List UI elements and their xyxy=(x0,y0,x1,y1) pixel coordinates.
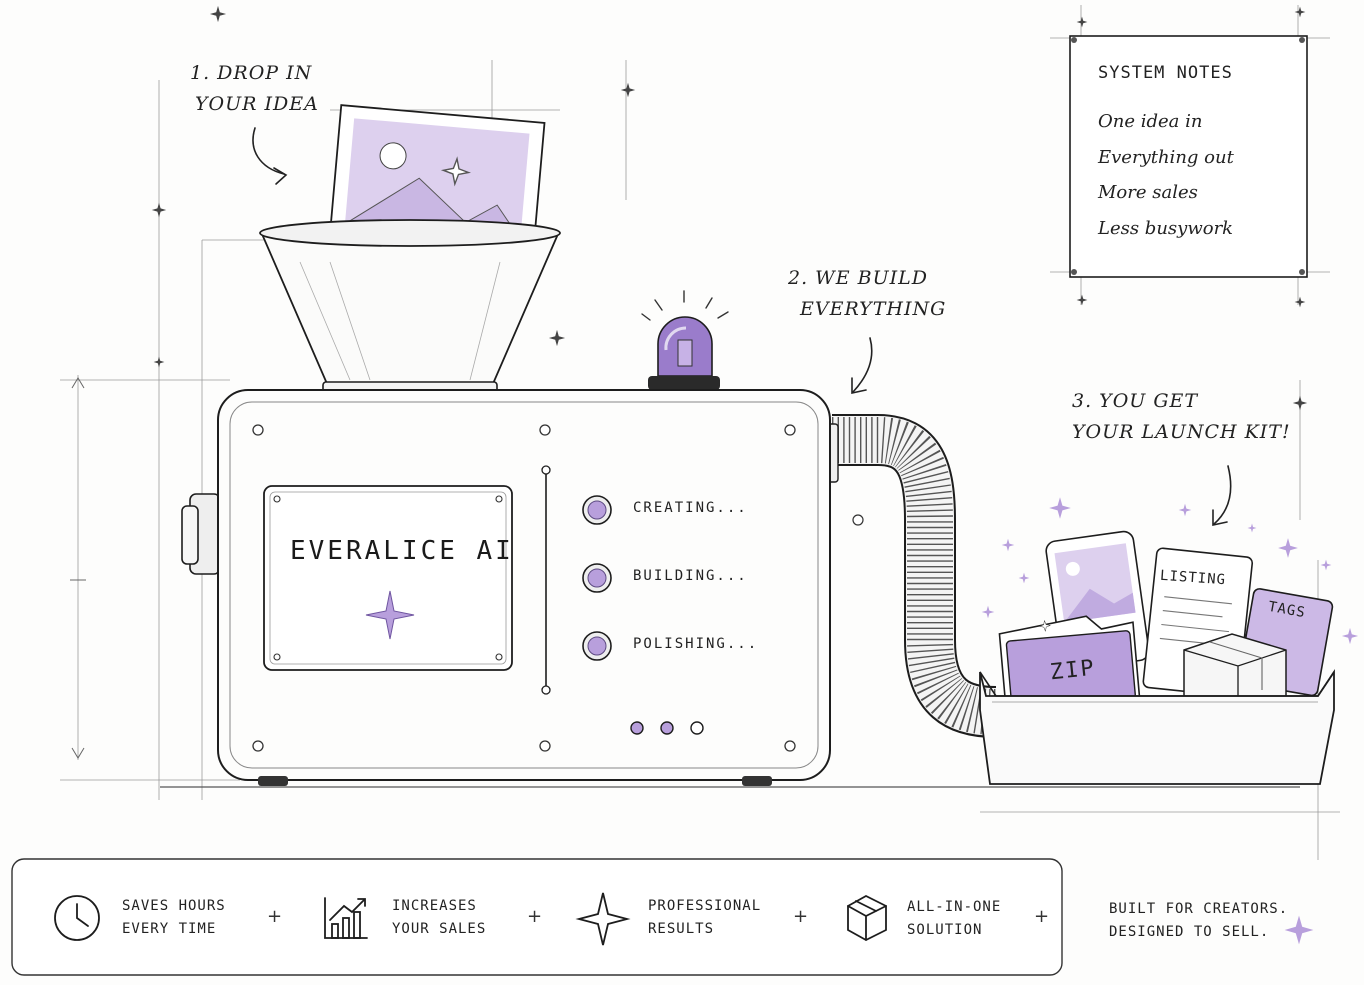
step-3-label: 3. YOU GET YOUR LAUNCH KIT! xyxy=(1072,386,1291,448)
system-note-item: One idea in xyxy=(1098,111,1203,132)
step-2-line-2: EVERYTHING xyxy=(800,298,947,320)
plus-separator: + xyxy=(527,906,543,927)
step-3-line-1: 3. YOU GET xyxy=(1072,390,1199,412)
benefit-line-1: ALL-IN-ONE xyxy=(907,899,1002,915)
package-box xyxy=(1183,633,1287,701)
tagline-sparkle-icon xyxy=(1284,915,1314,945)
benefit-line-1: INCREASES xyxy=(392,898,477,914)
step-2-line-1: 2. WE BUILD xyxy=(788,267,928,289)
arrow-step2 xyxy=(852,337,873,393)
benefit-line-1: SAVES HOURS xyxy=(122,898,226,914)
benefit-professional-results: PROFESSIONAL RESULTS xyxy=(648,895,761,941)
zip-label: ZIP xyxy=(1048,655,1097,686)
system-note-item: Less busywork xyxy=(1098,217,1234,239)
box-icon xyxy=(847,894,887,942)
zip-folder xyxy=(998,615,1141,711)
machine-brand-name: EVERALICE AI xyxy=(290,536,514,566)
benefit-line-2: EVERY TIME xyxy=(122,921,217,937)
plus-separator: + xyxy=(793,906,809,927)
benefit-increases-sales: INCREASES YOUR SALES xyxy=(392,895,486,941)
growth-chart-icon xyxy=(324,897,368,939)
benefit-line-2: RESULTS xyxy=(648,921,715,937)
benefit-line-2: YOUR SALES xyxy=(392,921,487,937)
arrow-step1 xyxy=(252,127,285,175)
plus-separator: + xyxy=(1034,906,1050,927)
launch-kit-tray xyxy=(979,497,1359,785)
machine-body xyxy=(181,389,831,786)
flex-hose xyxy=(823,414,997,738)
system-note-item: More sales xyxy=(1098,182,1198,203)
clock-icon xyxy=(54,895,100,941)
benefit-saves-hours: SAVES HOURS EVERY TIME xyxy=(122,895,226,941)
benefits-bar xyxy=(11,858,1063,976)
idea-photo-card xyxy=(328,104,546,254)
beacon-light xyxy=(641,290,729,390)
step-1-line-2: YOUR IDEA xyxy=(195,93,319,115)
status-building: BUILDING... xyxy=(633,568,748,584)
tagline-line-1: BUILT FOR CREATORS. xyxy=(1109,901,1289,917)
status-polishing: POLISHING... xyxy=(633,636,759,652)
screen-sparkle-icon xyxy=(365,590,415,640)
arrow-step3 xyxy=(1213,465,1232,525)
plus-separator: + xyxy=(267,906,283,927)
system-notes-frame xyxy=(1069,35,1308,278)
dimension-arrows xyxy=(70,377,86,759)
step-3-line-2: YOUR LAUNCH KIT! xyxy=(1072,421,1291,443)
benefit-all-in-one: ALL-IN-ONE SOLUTION xyxy=(907,896,1001,942)
step-arrows xyxy=(252,127,1232,526)
hopper xyxy=(259,104,561,397)
step-1-label: 1. DROP IN YOUR IDEA xyxy=(190,58,319,120)
benefit-line-1: PROFESSIONAL xyxy=(648,898,762,914)
system-notes-title: SYSTEM NOTES xyxy=(1098,63,1233,83)
system-notes-list: One idea in Everything out More sales Le… xyxy=(1098,104,1234,246)
status-creating: CREATING... xyxy=(633,500,748,516)
system-note-item: Everything out xyxy=(1098,146,1234,168)
tagline: BUILT FOR CREATORS. DESIGNED TO SELL. xyxy=(1109,898,1288,944)
sparkle-icon xyxy=(575,892,631,946)
step-2-label: 2. WE BUILD EVERYTHING xyxy=(788,263,946,325)
step-1-line-1: 1. DROP IN xyxy=(190,62,313,84)
tagline-line-2: DESIGNED TO SELL. xyxy=(1109,924,1270,940)
benefit-line-2: SOLUTION xyxy=(907,922,983,938)
display-screen xyxy=(263,485,513,671)
